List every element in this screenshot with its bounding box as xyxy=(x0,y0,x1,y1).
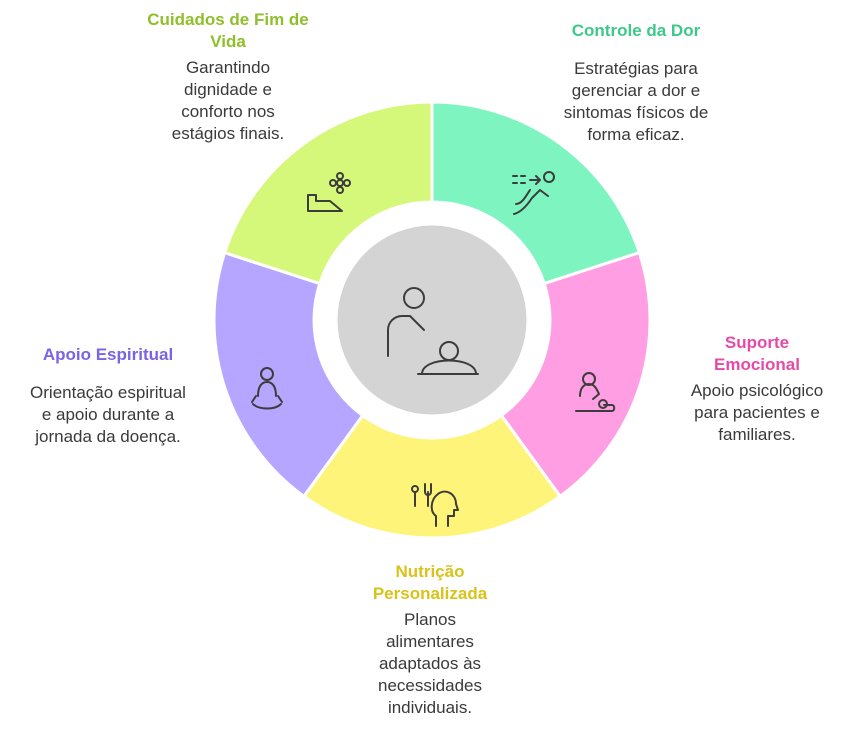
flower-bed-icon xyxy=(307,172,351,212)
segment-notch-endoflife xyxy=(325,203,419,277)
spiritual-title: Apoio Espiritual xyxy=(42,345,174,364)
nutrition-title: Nutrição Personalizada xyxy=(372,562,488,603)
label-pain: Controle da Dor Estratégias para gerenci… xyxy=(546,20,726,146)
meditation-icon xyxy=(251,367,283,410)
endoflife-title: Cuidados de Fim de Vida xyxy=(147,10,309,51)
label-spiritual: Apoio Espiritual Orientação espiritual e… xyxy=(22,344,194,448)
emotional-support-icon xyxy=(575,372,616,412)
pain-description: Estratégias para gerenciar a dor e sinto… xyxy=(563,59,709,144)
label-endoflife: Cuidados de Fim de Vida Garantindo digni… xyxy=(138,9,318,145)
segment-notch-pain xyxy=(445,203,539,277)
nutrition-icon xyxy=(411,483,459,527)
label-nutrition: Nutrição Personalizada Planos alimentare… xyxy=(345,561,515,719)
nutrition-description: Planos alimentares adaptados às necessid… xyxy=(378,610,482,717)
emotional-description: Apoio psicológico para pacientes e famil… xyxy=(690,381,824,444)
endoflife-description: Garantindo dignidade e conforto nos está… xyxy=(171,58,285,143)
segment-notch-nutrition xyxy=(376,408,488,438)
pain-title: Controle da Dor xyxy=(571,21,701,40)
segment-notch-emotional xyxy=(501,299,550,405)
segment-notch-spiritual xyxy=(314,299,363,405)
center-circle xyxy=(334,222,530,418)
label-emotional: Suporte Emocional Apoio psicológico para… xyxy=(672,332,842,446)
pain-relief-icon xyxy=(512,171,555,215)
emotional-title: Suporte Emocional xyxy=(714,333,800,374)
spiritual-description: Orientação espiritual e apoio durante a … xyxy=(30,383,186,446)
caregiver-icon xyxy=(387,287,479,375)
